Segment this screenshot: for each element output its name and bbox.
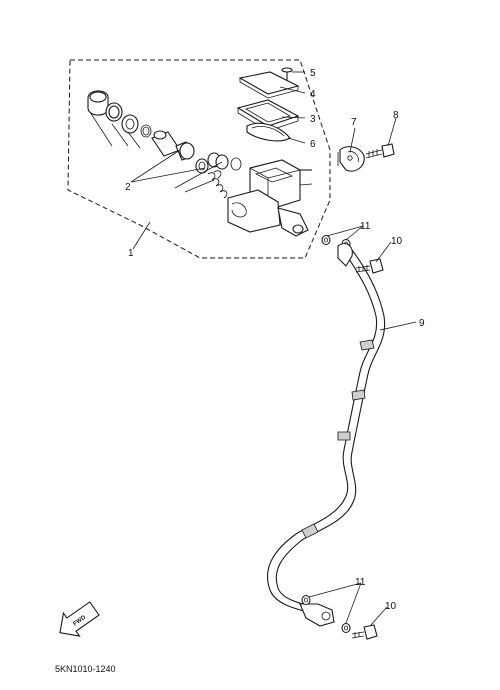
callout-1: 1 — [128, 248, 134, 259]
assembly-outline — [67, 59, 331, 259]
callout-11-lower: 11 — [355, 577, 366, 588]
return-spring — [207, 170, 228, 199]
fwd-arrow-icon: FWD — [59, 601, 100, 637]
banjo-bolt-lower — [351, 624, 378, 640]
banjo-bolt-upper — [355, 258, 384, 274]
callout-10-lower: 10 — [385, 601, 397, 612]
callout-10-upper: 10 — [391, 236, 403, 247]
callout-11-upper: 11 — [360, 221, 371, 232]
piston — [151, 130, 195, 161]
callout-5: 5 — [310, 68, 316, 79]
reservoir-cap — [238, 71, 300, 95]
callout-6: 6 — [310, 139, 316, 150]
callout-2: 2 — [125, 182, 131, 193]
clamp-holder — [337, 146, 365, 172]
leader-lines — [89, 71, 417, 627]
o-ring — [140, 124, 152, 138]
dust-boot — [87, 90, 109, 116]
diagram-code: 5KN1010-1240 — [55, 664, 116, 674]
clamp-bolt — [365, 143, 395, 159]
callout-3: 3 — [310, 114, 316, 125]
diaphragm — [246, 122, 291, 142]
circlip — [105, 102, 123, 122]
washer — [121, 114, 139, 134]
callout-7: 7 — [351, 117, 357, 128]
banjo-washer-lower — [301, 594, 351, 634]
callout-4: 4 — [310, 89, 316, 100]
callout-9: 9 — [419, 318, 425, 329]
brake-hose — [266, 243, 386, 627]
callout-8: 8 — [393, 110, 399, 121]
master-cylinder-body — [227, 159, 312, 237]
